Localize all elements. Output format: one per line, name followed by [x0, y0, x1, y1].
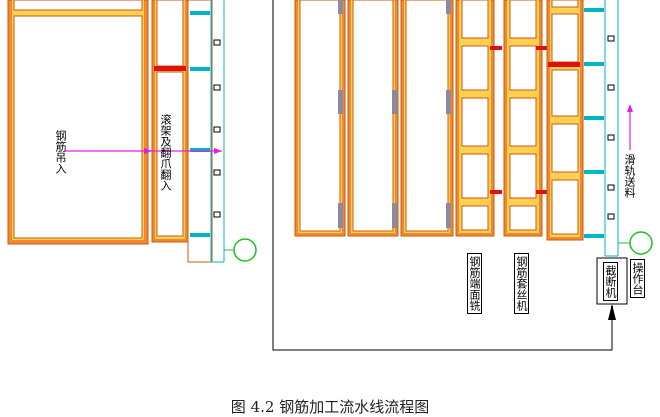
ladder-rack-3	[546, 0, 584, 241]
label-thread-machine: 钢筋套丝机	[514, 253, 529, 314]
cutter-box	[596, 257, 628, 305]
processing-frames	[294, 0, 454, 237]
roller-rack	[151, 0, 189, 243]
figure-caption: 图 4.2 钢筋加工流水线流程图	[230, 398, 430, 416]
right-rail	[584, 0, 619, 257]
left-roller-circle	[233, 238, 257, 262]
return-line	[272, 0, 616, 351]
storage-frame	[7, 0, 149, 245]
label-roll-in: 滚架及翻爪翻入	[159, 114, 172, 191]
feed-arrow	[627, 104, 633, 150]
label-end-facing: 钢筋端面铣	[467, 253, 482, 314]
label-hoist-in: 钢筋吊入	[54, 130, 67, 174]
right-roller-circle	[629, 231, 653, 255]
label-console: 操作台	[630, 259, 645, 298]
transfer-arrow	[65, 148, 222, 154]
left-rail	[187, 0, 225, 263]
ladder-rack-1	[455, 0, 502, 237]
label-cutter: 截断机	[603, 262, 618, 301]
label-rail-feed: 滑轨送料	[623, 154, 636, 198]
ladder-rack-2	[503, 0, 548, 237]
